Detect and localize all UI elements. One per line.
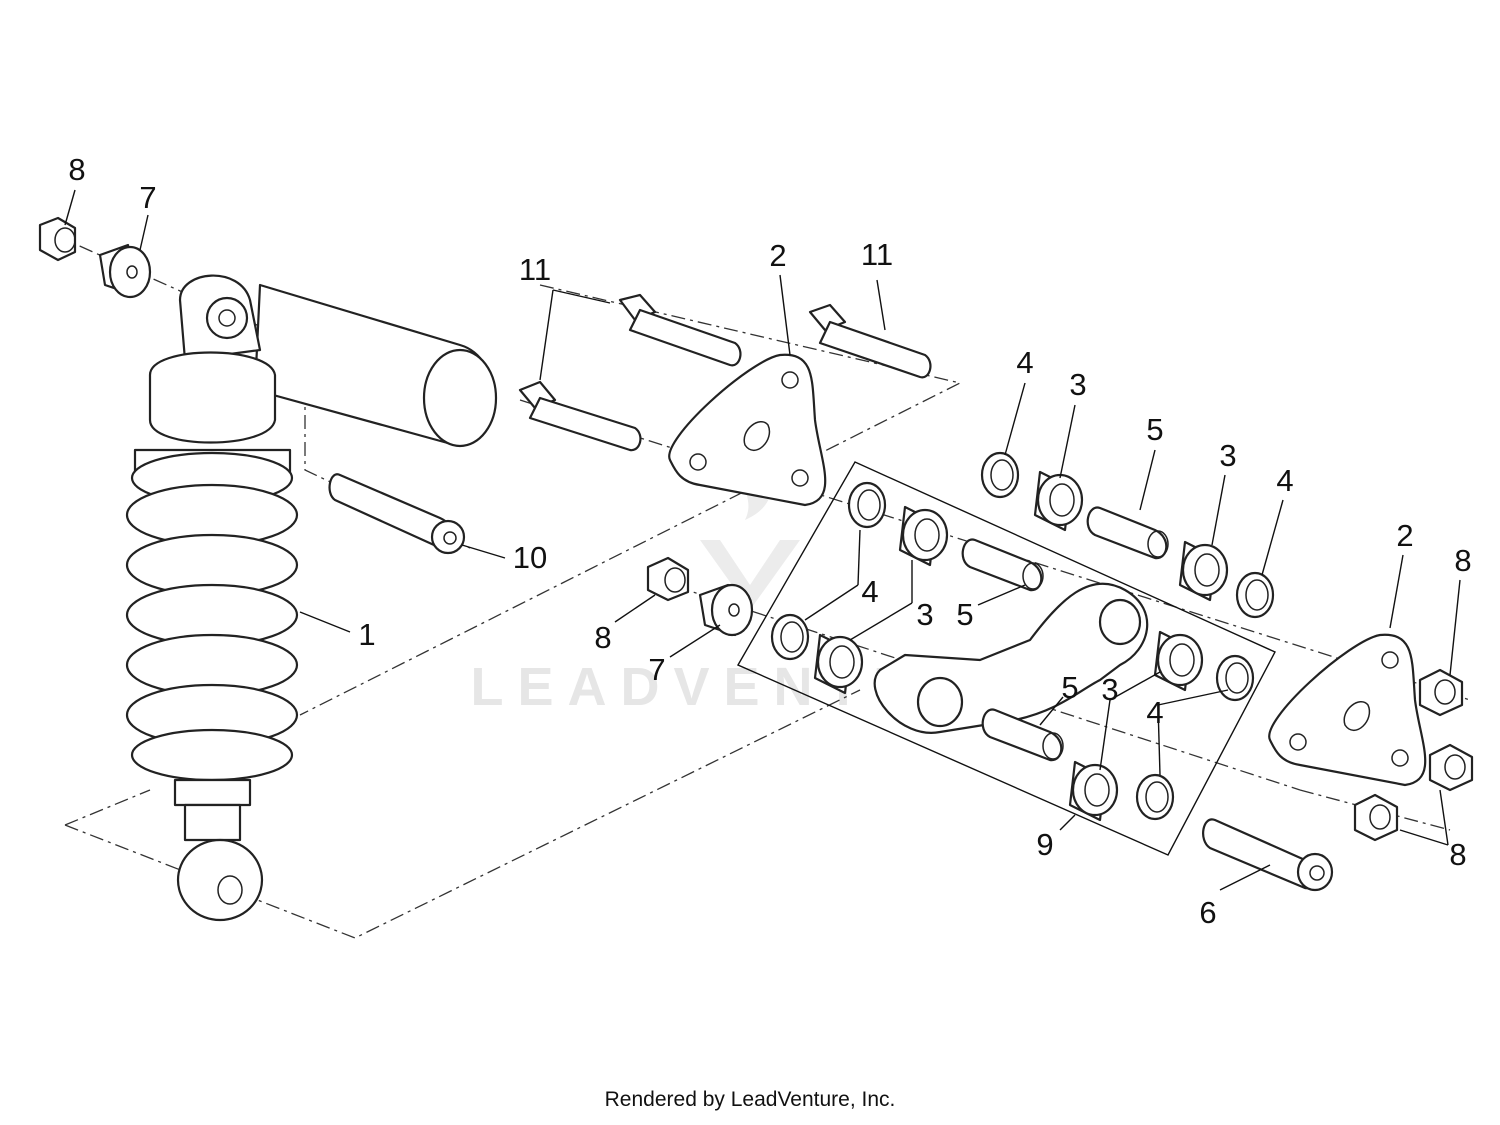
bushing-part-3-c bbox=[898, 505, 949, 567]
callout-3: 3 bbox=[1069, 367, 1086, 402]
spacer-part-7-top bbox=[98, 243, 152, 299]
bolt-part-11-upper-left bbox=[618, 293, 742, 367]
bushing-part-3-a bbox=[1033, 470, 1084, 532]
kit-outline-part-9 bbox=[737, 461, 1276, 856]
bolt-part-11-lower-left bbox=[518, 380, 642, 452]
callout-8: 8 bbox=[68, 152, 85, 187]
callout-1: 1 bbox=[358, 617, 375, 652]
callout-7: 7 bbox=[648, 652, 665, 687]
callout-5: 5 bbox=[956, 597, 973, 632]
callout-3: 3 bbox=[916, 597, 933, 632]
callout-3: 3 bbox=[1101, 672, 1118, 707]
pin-part-10 bbox=[328, 473, 466, 555]
spacer-part-7-middle bbox=[698, 583, 754, 637]
sleeve-part-5-c bbox=[981, 708, 1064, 762]
callouts: 8 7 11 2 11 4 3 5 3 4 2 8 10 1 4 3 5 8 7… bbox=[68, 152, 1471, 930]
callout-11: 11 bbox=[861, 237, 893, 272]
callout-6: 6 bbox=[1199, 895, 1216, 930]
nut-part-8-right-bottom bbox=[1353, 793, 1399, 842]
seal-part-4-d bbox=[770, 613, 810, 661]
callout-2: 2 bbox=[769, 238, 786, 273]
callout-10: 10 bbox=[513, 540, 547, 575]
callout-7: 7 bbox=[139, 180, 156, 215]
callout-8: 8 bbox=[1449, 837, 1466, 872]
bushing-part-3-b bbox=[1178, 540, 1229, 602]
callout-4: 4 bbox=[1146, 695, 1163, 730]
sleeve-part-5-a bbox=[1086, 506, 1169, 560]
nut-part-8-right-top bbox=[1418, 668, 1464, 717]
nut-part-8-top bbox=[38, 216, 77, 262]
callout-4: 4 bbox=[1276, 463, 1293, 498]
callout-11: 11 bbox=[519, 252, 551, 287]
callout-5: 5 bbox=[1146, 412, 1163, 447]
seal-part-4-c bbox=[847, 481, 887, 529]
bolt-part-6 bbox=[1202, 818, 1334, 892]
link-arm-part-9 bbox=[873, 582, 1149, 734]
bushing-part-3-f bbox=[1068, 760, 1119, 822]
callout-4: 4 bbox=[1016, 345, 1033, 380]
callout-8: 8 bbox=[1454, 543, 1471, 578]
link-plate-part-2-right bbox=[1268, 633, 1427, 787]
sleeve-part-5-b bbox=[961, 538, 1044, 592]
bolt-part-11-right bbox=[808, 303, 932, 379]
leader-lines bbox=[64, 189, 1461, 891]
bushing-part-3-d bbox=[813, 633, 864, 695]
seal-part-4-e bbox=[1215, 654, 1255, 702]
shock-absorber-part-1 bbox=[125, 274, 498, 922]
callout-2: 2 bbox=[1396, 518, 1413, 553]
seal-part-4-f bbox=[1135, 773, 1175, 821]
callout-9: 9 bbox=[1036, 827, 1053, 862]
seal-part-4-b bbox=[1235, 571, 1275, 619]
footer-credit: Rendered by LeadVenture, Inc. bbox=[604, 1088, 896, 1111]
seal-part-4-a bbox=[980, 451, 1020, 499]
link-plate-part-2-left bbox=[668, 353, 827, 507]
callout-5: 5 bbox=[1061, 670, 1078, 705]
nut-part-8-middle bbox=[646, 556, 690, 602]
callout-4: 4 bbox=[861, 574, 878, 609]
bushing-part-3-e bbox=[1153, 630, 1204, 692]
callout-8: 8 bbox=[594, 620, 611, 655]
nut-part-8-right-mid bbox=[1428, 743, 1474, 792]
callout-3: 3 bbox=[1219, 438, 1236, 473]
